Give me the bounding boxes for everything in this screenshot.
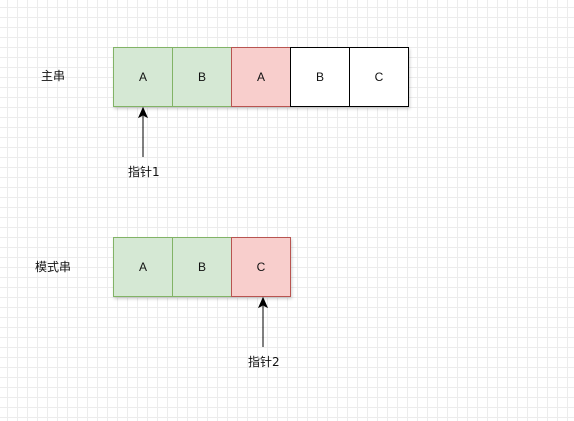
pointer1-label: 指针1	[128, 165, 160, 179]
cell-text: B	[315, 70, 324, 84]
main-string-cell: B	[290, 47, 350, 107]
cell-text: C	[374, 70, 384, 84]
cell-text: B	[197, 260, 206, 274]
cell-text: A	[138, 70, 147, 84]
pointer2-label: 指针2	[248, 355, 280, 369]
cell-text: A	[256, 70, 265, 84]
pattern-string-row: A B C	[113, 237, 291, 297]
main-string-label: 主串	[41, 69, 66, 83]
pattern-string-cell: C	[231, 237, 291, 297]
cell-text: A	[138, 260, 147, 274]
main-string-cell: C	[349, 47, 409, 107]
cell-text: C	[256, 260, 266, 274]
main-string-row: A B A B C	[113, 47, 409, 107]
pointer1-arrow	[137, 106, 149, 157]
main-string-cell: A	[231, 47, 291, 107]
cell-text: B	[197, 70, 206, 84]
pattern-string-label: 模式串	[35, 260, 72, 274]
pointer2-arrow	[257, 296, 269, 347]
